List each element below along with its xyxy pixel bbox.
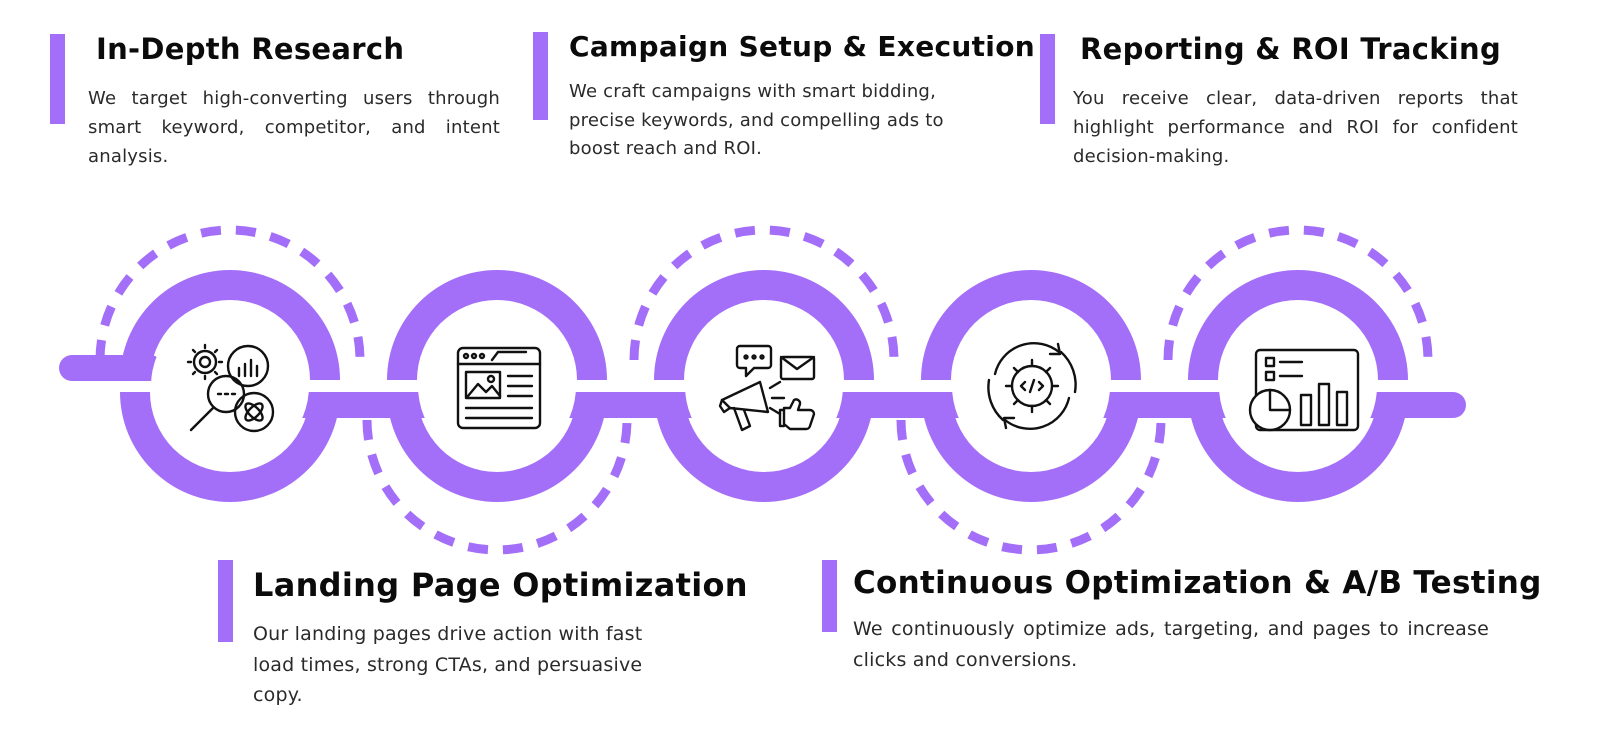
step-circle-2 [362, 270, 632, 555]
step-circle-5 [1163, 225, 1433, 502]
step-title: Campaign Setup & Execution [569, 30, 1035, 63]
step-title: Continuous Optimization & A/B Testing [853, 565, 1542, 601]
step-campaign-setup: Campaign Setup & Execution We craft camp… [533, 30, 1035, 170]
step-reporting-roi: Reporting & ROI Tracking You receive cle… [1040, 32, 1530, 172]
step-title: Reporting & ROI Tracking [1080, 32, 1502, 66]
campaign-megaphone-icon [718, 344, 816, 432]
accent-bar [533, 32, 548, 120]
step-description: We continuously optimize ads, targeting,… [853, 618, 1489, 671]
optimization-gear-cycle-icon [987, 342, 1077, 430]
step-circle-1 [95, 225, 365, 502]
step-description: You receive clear, data-driven reports t… [1073, 88, 1518, 167]
step-in-depth-research: In-Depth Research We target high-convert… [50, 32, 510, 172]
accent-bar [218, 560, 233, 642]
step-continuous-optimization: Continuous Optimization & A/B Testing We… [822, 560, 1592, 700]
step-title: Landing Page Optimization [253, 566, 748, 604]
landing-page-icon [456, 346, 542, 430]
step-landing-page-optimization: Landing Page Optimization Our landing pa… [218, 560, 778, 730]
step-description: Our landing pages drive action with fast… [253, 623, 643, 706]
step-circle-4 [896, 270, 1166, 555]
accent-bar [1040, 34, 1055, 124]
accent-bar [822, 560, 837, 632]
research-analytics-icon [186, 343, 275, 433]
report-dashboard-icon [1248, 348, 1360, 432]
accent-bar [50, 34, 65, 124]
step-description: We craft campaigns with smart bidding, p… [569, 81, 944, 159]
step-circle-3 [629, 225, 899, 502]
step-description: We target high-converting users through … [88, 88, 500, 167]
step-title: In-Depth Research [96, 32, 405, 66]
